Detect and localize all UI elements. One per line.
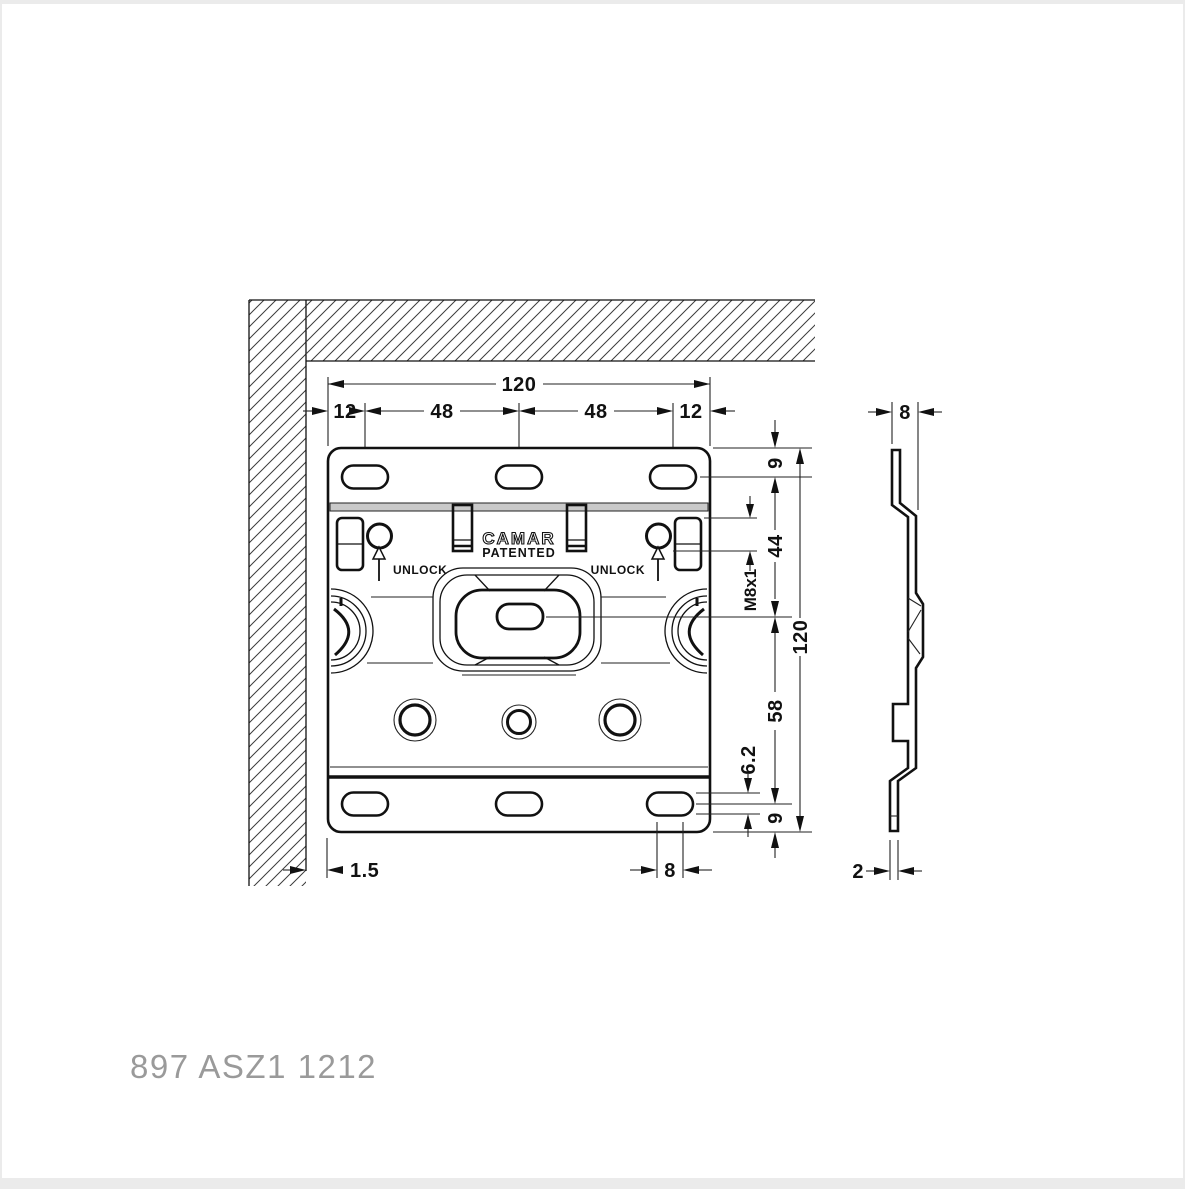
dim-top-chain-12-left: 12 xyxy=(333,401,356,423)
dim-top-chain-12-right: 12 xyxy=(679,401,702,423)
dim-slot-length: 8 xyxy=(664,860,676,882)
front-view: UNLOCK UNLOCK CAMAR PATENTED xyxy=(326,446,712,834)
hook-tab-right xyxy=(565,503,588,553)
wing-cam-left xyxy=(330,588,374,674)
central-emboss xyxy=(432,567,602,676)
top-slot-center xyxy=(494,464,544,490)
dim-thread-spec: M8x1 xyxy=(741,569,760,612)
dim-right-upper-span: 44 xyxy=(765,534,787,558)
unlock-label-left: UNLOCK xyxy=(393,563,447,577)
boss-circle-center xyxy=(501,704,537,740)
central-m8-slot xyxy=(495,602,545,631)
dim-right-lower-span: 58 xyxy=(765,699,787,722)
top-slot-right xyxy=(648,464,698,490)
unlock-label-right: UNLOCK xyxy=(591,563,645,577)
bottom-slot-right xyxy=(645,791,695,817)
dim-wall-gap: 1.5 xyxy=(350,860,379,882)
wing-cam-right xyxy=(664,588,708,674)
ceiling-section-hatch xyxy=(249,299,815,362)
dim-right-overall: 120 xyxy=(790,620,812,655)
hook-tab-left xyxy=(451,503,474,553)
boss-circle-left xyxy=(393,698,437,742)
boss-circle-right xyxy=(598,698,642,742)
side-profile xyxy=(888,448,925,833)
dim-top-overall: 120 xyxy=(502,374,537,396)
upper-fold-band xyxy=(329,502,709,512)
dim-top-chain-48-left: 48 xyxy=(430,401,453,423)
side-view: 8 2 xyxy=(852,402,942,883)
dim-side-depth: 8 xyxy=(899,402,911,424)
bottom-slot-center xyxy=(494,791,544,817)
dim-top-chain-48-right: 48 xyxy=(584,401,607,423)
dim-right-top-margin: 9 xyxy=(765,457,787,469)
wall-section-hatch xyxy=(248,300,307,886)
latch-right xyxy=(645,516,703,581)
plate-outline xyxy=(326,446,712,834)
patented-label: PATENTED xyxy=(482,546,556,560)
top-slot-left xyxy=(340,464,390,490)
dimension-right: 9 44 M8x1 58 6.2 9 120 xyxy=(546,420,812,858)
bottom-slot-left xyxy=(340,791,390,817)
dim-right-bottom-margin: 9 xyxy=(765,812,787,824)
dimension-bottom: 1.5 8 xyxy=(283,822,712,882)
part-number: 897 ASZ1 1212 xyxy=(130,1048,377,1085)
dim-side-thickness: 2 xyxy=(852,861,864,883)
latch-left xyxy=(335,516,393,581)
brand-logo: CAMAR xyxy=(482,529,555,548)
dim-slot-offset: 6.2 xyxy=(738,745,760,774)
